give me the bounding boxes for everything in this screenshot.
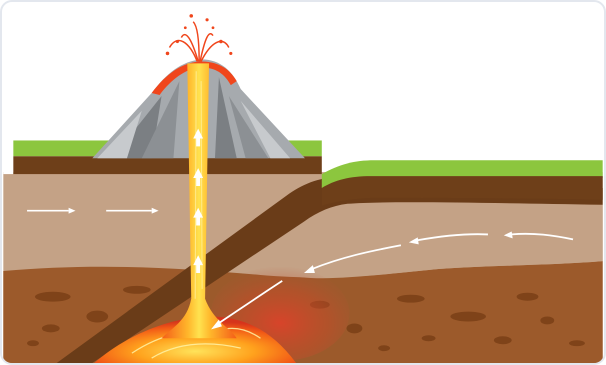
left-edge-cover: [3, 140, 13, 174]
left-topsoil: [13, 156, 322, 174]
